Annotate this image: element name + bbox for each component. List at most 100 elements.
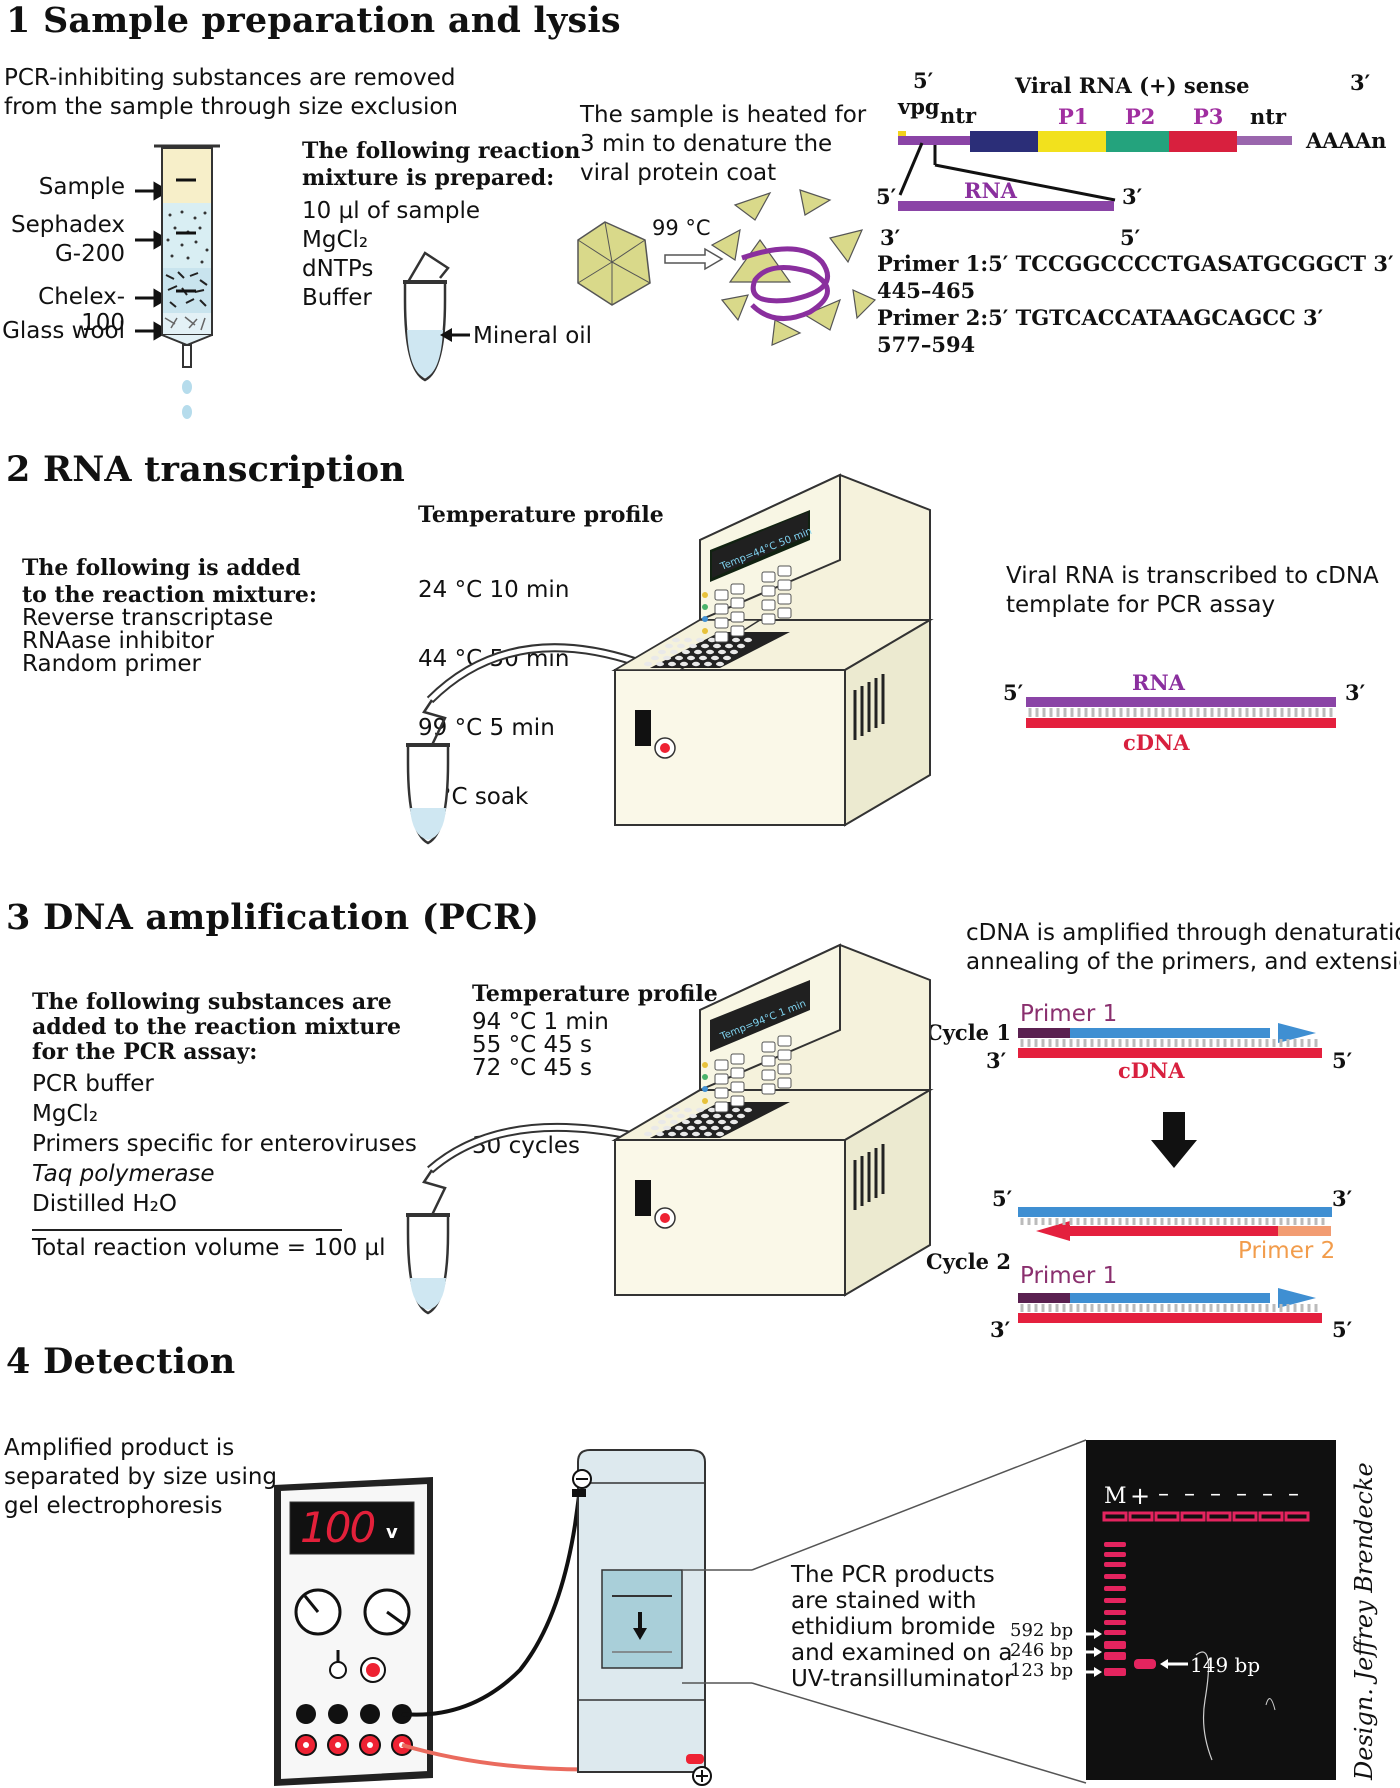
s2-added-items: Reverse transcriptase RNAase inhibitor R… (22, 607, 273, 676)
s2-item: Reverse transcriptase (22, 605, 274, 631)
label-glass-wool: Glass wool (2, 318, 125, 344)
well (716, 661, 724, 667)
s4-intro: Amplified product is separated by size u… (4, 1434, 277, 1521)
s3-profile-step: 94 °C 1 min (472, 1009, 609, 1035)
band-123: 123 bp (1010, 1660, 1074, 1681)
s3-profile: 94 °C 1 min 55 °C 45 s 72 °C 45 s (472, 1011, 609, 1080)
well (711, 1125, 719, 1131)
mix-item: MgCl₂ (302, 227, 369, 253)
well (716, 1131, 724, 1137)
keypad-key (714, 631, 729, 643)
well (718, 1119, 726, 1125)
s3-item-taq: Taq polymerase (32, 1161, 215, 1187)
rna-label: RNA (964, 178, 1017, 203)
s3-profile-step: 72 °C 45 s (472, 1055, 593, 1081)
ladder-band (1104, 1641, 1126, 1649)
rna-3prime: 3′ (1122, 184, 1143, 209)
s3-item: MgCl₂ (32, 1101, 99, 1127)
keypad-key (730, 1053, 745, 1065)
well (684, 637, 692, 643)
s3-total: Total reaction volume = 100 µl (32, 1235, 386, 1261)
well (656, 661, 664, 667)
keypad-key (730, 597, 745, 609)
voltage-value: 100 (300, 1503, 376, 1552)
s3-item: PCR buffer (32, 1071, 154, 1097)
well (723, 655, 731, 661)
well (692, 1131, 700, 1137)
well (744, 637, 752, 643)
s2-profile-heading: Temperature profile (418, 502, 664, 528)
stain-line: are stained with (791, 1588, 977, 1614)
well (699, 1125, 707, 1131)
cycle1-5prime: 5′ (1332, 1048, 1353, 1073)
s2-added-heading: The following is added to the reaction m… (22, 555, 317, 609)
c2-template (1018, 1207, 1332, 1217)
c2-cdna-strand (1018, 1313, 1322, 1323)
well (706, 1119, 714, 1125)
heat-text-line: The sample is heated for (580, 102, 867, 128)
s2-cdna-strand (1026, 718, 1336, 728)
indicator-led (702, 604, 708, 610)
cycle2-label: Cycle 2 (926, 1249, 1011, 1274)
well (744, 1107, 752, 1113)
well (701, 1113, 709, 1119)
lane-m: M (1104, 1484, 1127, 1509)
s2-heading-line: The following is added (22, 555, 301, 581)
cycle2-3prime-bottom: 3′ (990, 1317, 1011, 1342)
cycle2-5prime-bottom: 5′ (1332, 1317, 1353, 1342)
well (704, 1131, 712, 1137)
well (737, 643, 745, 649)
s2-heading-line: to the reaction mixture: (22, 582, 318, 608)
ladder-band (1104, 1610, 1126, 1615)
well (696, 1107, 704, 1113)
well (682, 649, 690, 655)
voltage-unit: v (386, 1522, 398, 1543)
well (680, 1131, 688, 1137)
genome-vpg: vpg (898, 94, 940, 119)
well (687, 655, 695, 661)
mix-heading: The following reaction mixture is prepar… (302, 138, 580, 192)
cycle2-primer1: Primer 1 (1020, 1263, 1118, 1289)
well (730, 1119, 738, 1125)
mix-item: dNTPs (302, 256, 374, 282)
lane-neg: – (1262, 1482, 1273, 1507)
keypad-key (761, 1083, 776, 1095)
keypad-key (777, 607, 792, 619)
keypad-key (777, 1063, 792, 1075)
ladder-band (1104, 1562, 1126, 1567)
primer-5prime: 5′ (1120, 225, 1141, 250)
cycle1-cdna: cDNA (1118, 1058, 1185, 1083)
keypad-key (730, 583, 745, 595)
well (692, 661, 700, 667)
stain-line: and examined on a (791, 1640, 1013, 1666)
well (730, 649, 738, 655)
keypad-key (730, 1095, 745, 1107)
well (680, 661, 688, 667)
s4-intro-line: Amplified product is (4, 1435, 235, 1461)
s2-profile-step: 24 °C 10 min (418, 577, 570, 603)
well (644, 1131, 652, 1137)
gel-well (1180, 1511, 1206, 1522)
well (651, 1125, 659, 1131)
s2-rna-strand (1026, 697, 1336, 707)
well (701, 643, 709, 649)
keypad-key (777, 1035, 792, 1047)
voltage-display (289, 1501, 415, 1555)
thermocycler-pcr (611, 943, 934, 1297)
indicator-led (702, 592, 708, 598)
denature-temp: 99 °C (652, 216, 711, 240)
keypad-key (777, 1077, 792, 1089)
gel-photo (1086, 1440, 1336, 1780)
mix-items: 10 µl of sample MgCl₂ dNTPs Buffer (302, 197, 480, 313)
well (694, 649, 702, 655)
genome-5prime: 5′ (913, 68, 934, 93)
design-credit: Design. Jeffrey Brendecke (1350, 1462, 1378, 1780)
primer1-pos: 445–465 (877, 278, 976, 303)
cycle-arrow (1151, 1112, 1197, 1168)
section1-title: 1 Sample preparation and lysis (6, 0, 621, 41)
well (663, 655, 671, 661)
well (713, 643, 721, 649)
well (713, 1113, 721, 1119)
well (677, 643, 685, 649)
